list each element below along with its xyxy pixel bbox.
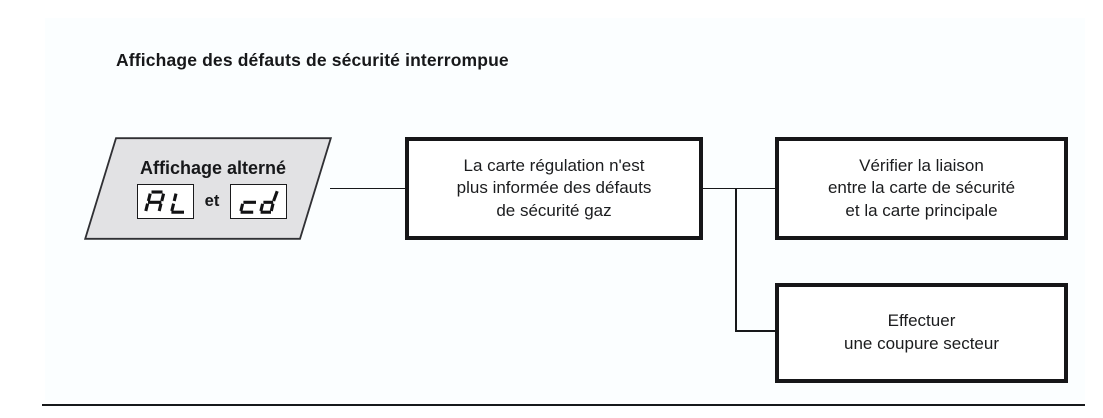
action-1-line-1: Vérifier la liaison	[859, 155, 984, 175]
led-code-al-glyph	[144, 190, 185, 214]
trigger-content: Affichage alterné	[84, 137, 332, 240]
action-1-line-2: entre la carte de sécurité	[827, 178, 1016, 198]
cause-line-2: plus informée des défauts	[456, 178, 652, 198]
seven-segment-display-icon-al	[136, 184, 194, 219]
action-box-power-cycle: Effectuer une coupure secteur	[775, 283, 1068, 383]
bottom-divider	[42, 404, 1085, 406]
trigger-conjunction: et	[204, 192, 220, 210]
cause-line-3: de sécurité gaz	[496, 200, 612, 220]
connector-branch-to-action-2	[735, 330, 777, 332]
diagram-title: Affichage des défauts de sécurité interr…	[116, 50, 509, 70]
trigger-label: Affichage alterné	[139, 158, 287, 178]
action-box-check-connection: Vérifier la liaison entre la carte de sé…	[775, 137, 1068, 240]
action-2-line-2: une coupure secteur	[844, 334, 999, 353]
connector-branch-to-action-1	[735, 187, 777, 190]
connector-trigger-to-cause	[330, 187, 407, 190]
cause-box-text: La carte régulation n'est plus informée …	[451, 155, 658, 223]
cause-line-1: La carte régulation n'est	[463, 155, 645, 175]
seven-segment-display-icon-cd	[230, 184, 288, 219]
action-2-text: Effectuer une coupure secteur	[838, 310, 1005, 355]
trigger-display-codes: et	[136, 184, 288, 219]
connector-branch-vertical	[735, 187, 737, 332]
action-2-line-1: Effectuer	[887, 311, 956, 331]
trigger-node: Affichage alterné	[84, 137, 332, 240]
action-1-text: Vérifier la liaison entre la carte de sé…	[822, 155, 1021, 223]
cause-box: La carte régulation n'est plus informée …	[405, 137, 703, 240]
led-code-cd-glyph	[239, 190, 279, 214]
action-1-line-3: et la carte principale	[845, 200, 998, 220]
connector-cause-stub	[701, 187, 737, 190]
